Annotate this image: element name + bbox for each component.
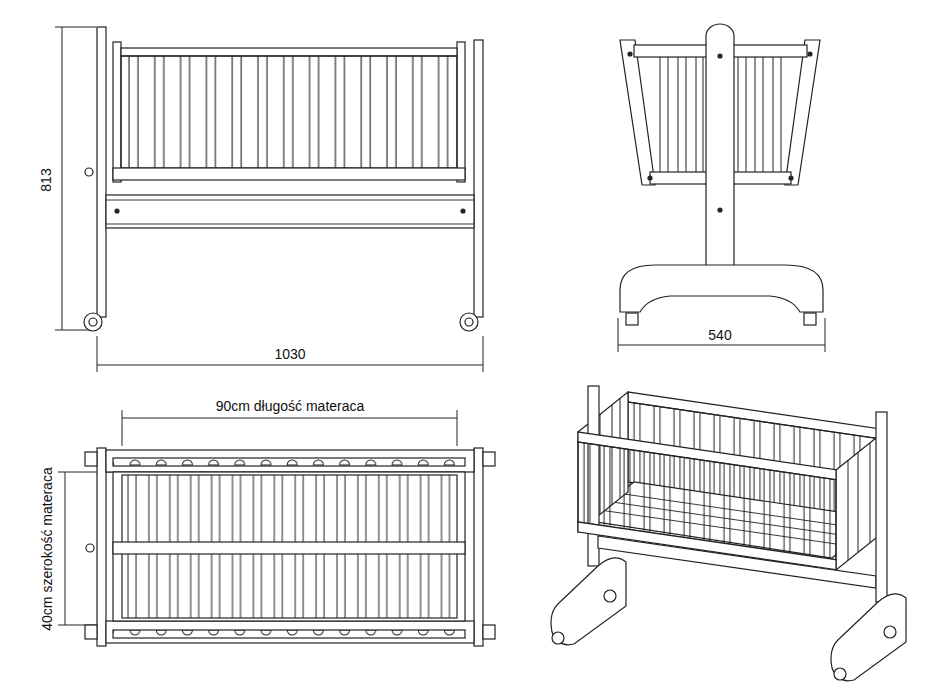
bracket (85, 452, 97, 466)
perspective-view (551, 386, 906, 681)
stand-post (97, 448, 106, 646)
screw (789, 176, 793, 180)
top-rail (121, 48, 457, 56)
pegs (113, 630, 465, 638)
screw (808, 52, 812, 56)
screw (648, 176, 652, 180)
basket-post (113, 42, 121, 182)
bottom-rail (731, 172, 791, 184)
dimension-label: 813 (38, 166, 54, 193)
stand-post (474, 40, 483, 317)
middle-bar (113, 542, 465, 554)
wheel-hub (465, 318, 473, 326)
rail (106, 450, 474, 472)
dimension-line (55, 27, 96, 330)
bottom-rail (650, 172, 709, 184)
basket-front (578, 432, 836, 570)
knob (85, 168, 93, 176)
top-view (58, 410, 495, 646)
wheel (804, 313, 816, 325)
wheel (626, 313, 638, 325)
wheel (884, 626, 896, 638)
center-post (706, 24, 734, 266)
stand-post (474, 448, 483, 646)
wheel (604, 590, 616, 602)
slats (121, 56, 457, 168)
wheel (460, 313, 478, 331)
top-rail (634, 45, 709, 57)
pegs (113, 458, 465, 466)
dimension-line (97, 336, 483, 372)
bottom-rail (113, 168, 465, 180)
dimension-label: 540 (706, 327, 733, 343)
screw (628, 52, 632, 56)
screw (461, 209, 465, 213)
stand-post (97, 27, 106, 317)
base-foot (831, 594, 906, 681)
dimension-line (122, 410, 457, 446)
basket-side (785, 40, 820, 185)
stretcher (106, 195, 474, 228)
wheel (84, 313, 102, 331)
base-foot (620, 265, 823, 312)
base-foot (551, 558, 626, 645)
dimension-line (618, 318, 825, 352)
wheel-hub (89, 318, 97, 326)
bracket (85, 625, 97, 639)
dimension-label: 40cm szerokość materaca (39, 465, 55, 632)
knob (86, 544, 94, 552)
dimension-label: 1030 (272, 346, 307, 362)
stand-post (876, 412, 887, 602)
basket-side (620, 40, 655, 185)
slats (848, 436, 878, 560)
basket-frame (113, 472, 465, 621)
rail (106, 621, 474, 643)
screw (718, 54, 722, 58)
side-view (618, 24, 825, 352)
screw (115, 209, 119, 213)
front-view (55, 27, 483, 372)
dimension-label: 90cm długość materaca (214, 398, 367, 414)
wheel (834, 668, 846, 680)
bracket (483, 452, 495, 466)
screw (718, 208, 722, 212)
top-rail (731, 45, 807, 57)
wheel (552, 632, 564, 644)
bracket (483, 625, 495, 639)
basket-post (457, 42, 465, 182)
stretcher-edge (106, 200, 474, 224)
